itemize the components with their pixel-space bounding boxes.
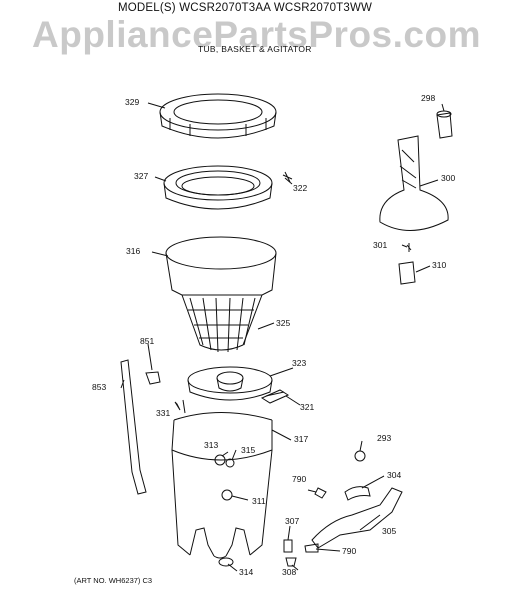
part-853-drawing	[120, 359, 147, 495]
callout-323: 323	[292, 358, 307, 368]
part-851-drawing	[145, 371, 161, 385]
part-315-drawing	[225, 458, 235, 468]
part-790b-drawing	[304, 543, 319, 553]
part-329-drawing	[159, 93, 277, 139]
callout-313: 313	[204, 440, 219, 450]
callout-317: 317	[294, 434, 309, 444]
callout-308: 308	[282, 567, 297, 577]
callout-853: 853	[92, 382, 107, 392]
part-298-drawing	[436, 110, 453, 139]
model-line: MODEL(S) WCSR2070T3AA WCSR2070T3WW	[118, 2, 373, 14]
callout-851: 851	[140, 336, 155, 346]
callout-322: 322	[293, 183, 308, 193]
callout-305: 305	[382, 526, 397, 536]
part-310-drawing	[398, 261, 416, 285]
part-308-drawing	[285, 557, 297, 567]
part-313-drawing	[214, 454, 226, 466]
part-300-drawing	[379, 135, 449, 231]
part-301-drawing	[406, 243, 412, 252]
callout-327: 327	[134, 171, 149, 181]
callout-315: 315	[241, 445, 256, 455]
callout-790-bottom: 790	[342, 546, 357, 556]
callout-300: 300	[441, 173, 456, 183]
callout-321: 321	[300, 402, 315, 412]
callout-790-top: 790	[292, 474, 307, 484]
part-304-drawing	[344, 486, 371, 501]
callout-301: 301	[373, 240, 388, 250]
part-305-drawing	[311, 487, 403, 549]
callout-329: 329	[125, 97, 140, 107]
part-307-drawing	[283, 539, 293, 553]
part-323-drawing	[187, 366, 273, 401]
callout-293: 293	[377, 433, 392, 443]
callout-325: 325	[276, 318, 291, 328]
art-number: (ART NO. WH6237) C3	[74, 576, 153, 585]
section-title: TUB, BASKET & AGITATOR	[198, 44, 312, 54]
part-311-drawing	[221, 489, 233, 501]
callout-310: 310	[432, 260, 447, 270]
part-317-drawing	[171, 412, 273, 559]
part-327-drawing	[163, 165, 273, 210]
callout-304: 304	[387, 470, 402, 480]
part-316-drawing	[165, 236, 277, 353]
part-790a-drawing	[314, 487, 327, 499]
part-321-drawing	[260, 389, 290, 404]
callout-307: 307	[285, 516, 300, 526]
part-322-drawing	[282, 171, 293, 183]
callout-314: 314	[239, 567, 254, 577]
part-314-drawing	[218, 557, 234, 567]
callout-331: 331	[156, 408, 171, 418]
watermark: AppliancePartsPros.com	[32, 14, 481, 55]
part-293-drawing	[354, 450, 366, 462]
callout-298: 298	[421, 93, 436, 103]
callout-316: 316	[126, 246, 141, 256]
callout-311: 311	[252, 496, 266, 506]
